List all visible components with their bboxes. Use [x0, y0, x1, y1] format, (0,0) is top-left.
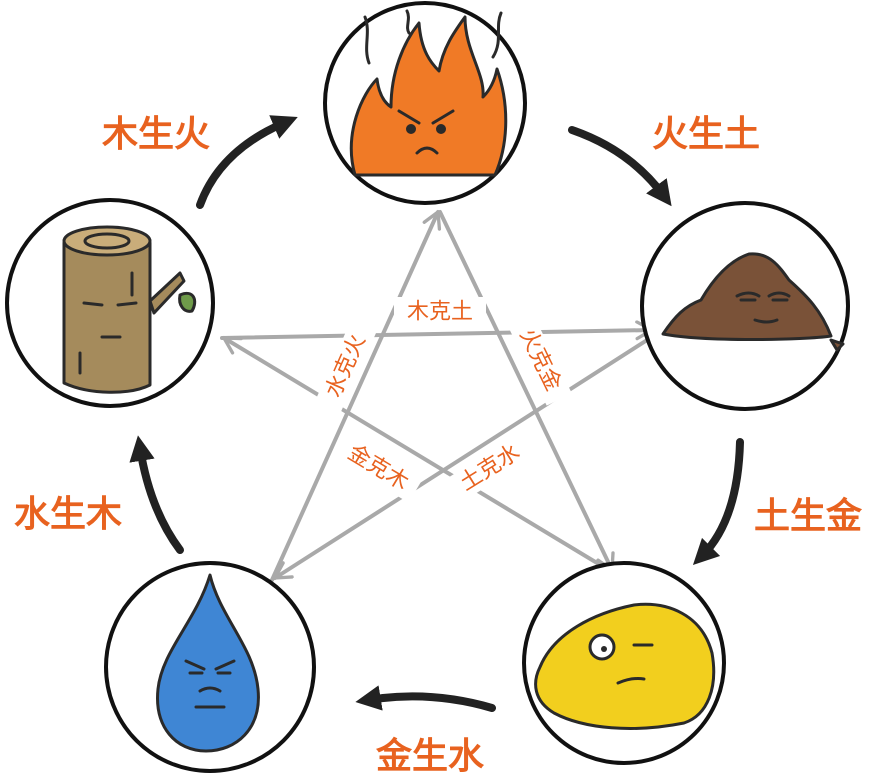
wood-character-icon — [62, 225, 197, 394]
generating-cycle — [129, 115, 744, 712]
earth-character-icon — [661, 252, 845, 352]
generating-labels: 木生火 火生土 土生金 金生水 水生木 — [14, 114, 863, 777]
gen-arrow-fire-earth — [568, 126, 672, 207]
gen-label-wood-fire: 木生火 — [102, 114, 210, 155]
ctrl-arrow-wood-earth — [220, 320, 654, 341]
fire-node — [323, 1, 527, 205]
ctrl-arrow-water-fire — [270, 210, 442, 582]
fire-character-icon — [349, 9, 508, 177]
metal-character-icon — [534, 602, 716, 730]
water-node — [104, 561, 316, 773]
ctrl-label-wood-earth: 木克土 — [407, 300, 473, 325]
controlling-cycle — [220, 210, 657, 582]
ctrl-arrow-fire-metal — [438, 210, 615, 572]
ctrl-label-water-fire: 水克火 — [321, 331, 371, 401]
gen-arrow-wood-fire — [196, 115, 298, 209]
ctrl-arrow-earth-water — [273, 333, 657, 580]
gen-label-water-wood: 水生木 — [14, 494, 122, 535]
metal-node — [522, 561, 726, 765]
wood-node — [5, 198, 215, 408]
water-character-icon — [156, 573, 260, 753]
gen-arrow-earth-metal — [692, 438, 744, 566]
ctrl-arrow-metal-wood — [222, 336, 614, 574]
gen-arrow-water-wood — [129, 435, 184, 554]
gen-label-fire-earth: 火生土 — [652, 114, 760, 155]
gen-arrow-metal-water — [355, 685, 496, 712]
gen-label-metal-water: 金生水 — [375, 735, 485, 777]
earth-node — [640, 201, 850, 411]
gen-label-earth-metal: 土生金 — [754, 495, 863, 537]
